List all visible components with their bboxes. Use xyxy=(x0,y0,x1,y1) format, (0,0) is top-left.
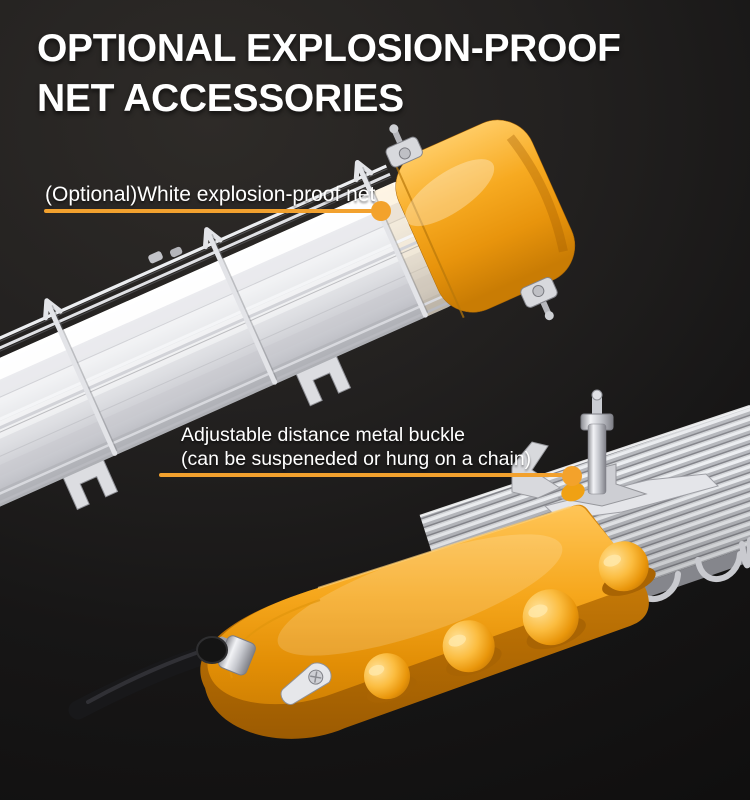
buckle-bolt xyxy=(592,396,602,416)
rear-fixture-figure xyxy=(68,389,750,739)
metal-buckle xyxy=(511,389,719,521)
power-cable xyxy=(68,642,224,720)
caged-tube-light-figure xyxy=(0,119,576,582)
rail-stud xyxy=(148,251,163,264)
tube-lens-body xyxy=(0,181,458,577)
cap-latch-clip xyxy=(385,124,423,168)
housing-top-face xyxy=(207,505,630,705)
housing-hinge-nub xyxy=(561,482,585,502)
buckle-l-bracket xyxy=(511,441,562,499)
buckle-post xyxy=(587,423,607,495)
lens-texture xyxy=(0,176,463,582)
housing-latch xyxy=(280,662,332,705)
rail-stud xyxy=(169,246,183,258)
buckle-bolt-tip xyxy=(591,389,603,401)
yellow-end-cap xyxy=(394,119,576,319)
housing-sheen xyxy=(277,534,563,656)
cap-latch-clip xyxy=(520,276,558,321)
bolt-cover-domes xyxy=(364,541,656,703)
housing-edge-highlight xyxy=(317,506,571,589)
cable-gland xyxy=(196,635,256,676)
cage-hoops xyxy=(43,159,429,456)
